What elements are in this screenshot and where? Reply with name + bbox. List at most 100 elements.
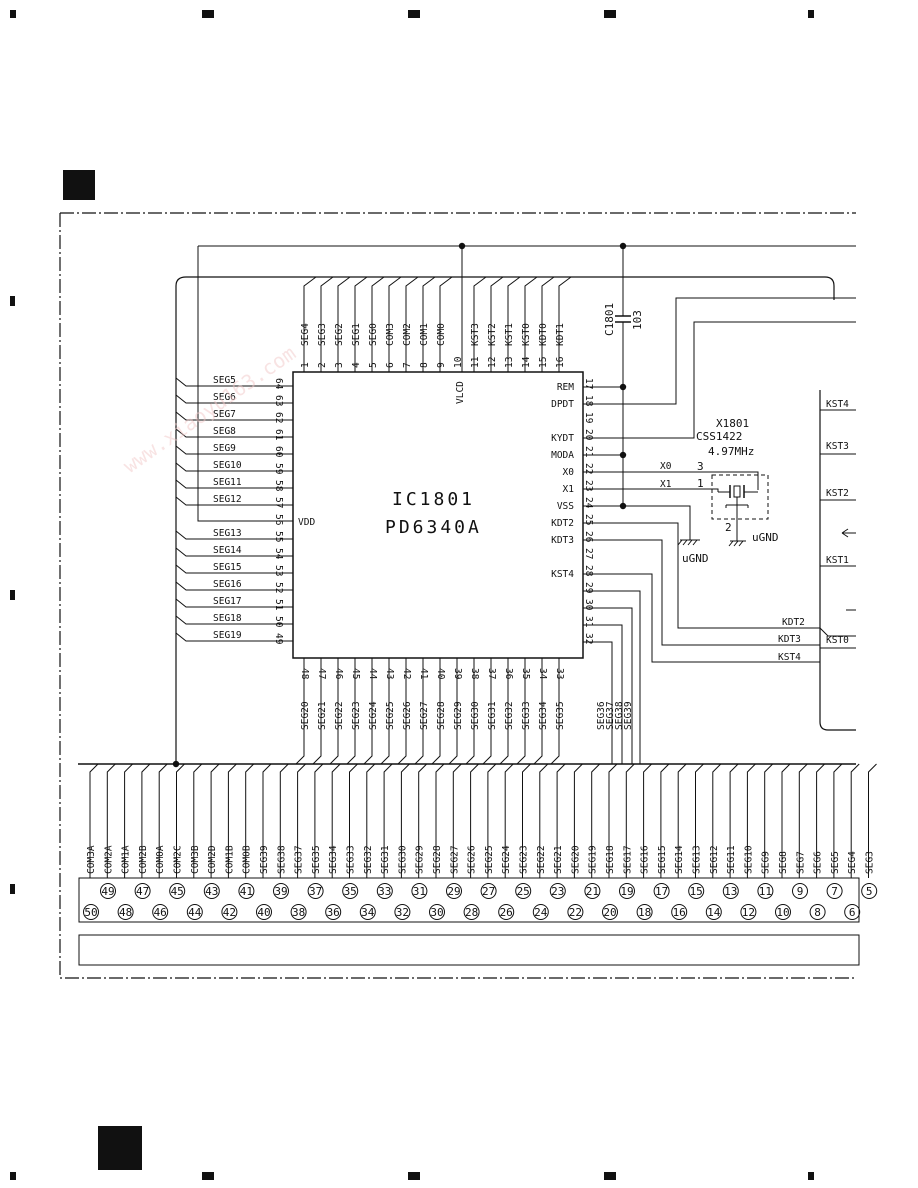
- connector-pin-number: 46: [154, 906, 167, 919]
- connector-pin-marker: [203, 883, 220, 899]
- board-outline: [186, 276, 835, 300]
- connector-pin-number: 16: [673, 906, 686, 919]
- connector-pin-marker: [290, 904, 307, 920]
- pin-lead: [175, 547, 293, 557]
- side-mark: [10, 884, 15, 894]
- connector-signal: COM1B: [224, 845, 235, 874]
- bottom-pin-signal: SEG30: [470, 701, 481, 730]
- connector-signal: SEG28: [432, 845, 443, 874]
- connector-pin-marker: [83, 904, 99, 920]
- top-pin-number: 11: [470, 356, 481, 368]
- bottom-pin-signal: SEG38: [614, 701, 625, 730]
- kst4-net: [583, 573, 820, 663]
- top-pin-number: 14: [521, 356, 532, 368]
- left-pin-number: 51: [273, 599, 284, 611]
- bottom-pin-number: 40: [435, 668, 446, 680]
- left-pin-number: 52: [273, 582, 284, 593]
- pin-lead: [541, 276, 555, 372]
- bottom-pin-number: 44: [367, 668, 378, 680]
- top-pin-signal: KDT0: [538, 323, 549, 346]
- connector-pin-number: 10: [776, 906, 789, 919]
- connector-signal: SEG14: [674, 845, 685, 874]
- connector-pin-marker: [117, 904, 134, 920]
- connector-pin-marker: [549, 883, 566, 899]
- connector-signal: SEG38: [276, 845, 287, 874]
- vdd-net: [197, 245, 856, 522]
- arrow-icon: [841, 528, 856, 538]
- connector-pin-marker: [653, 883, 670, 899]
- connector-pin-number: 11: [759, 885, 772, 898]
- connector-lead: [522, 763, 531, 878]
- right-pin-signal: KST4: [551, 569, 574, 580]
- connector-signal: SEG24: [501, 845, 512, 874]
- bottom-pin-signal: SEG32: [504, 701, 515, 730]
- connector-pin-number: 23: [551, 885, 564, 898]
- crystal-freq: 4.97MHz: [708, 445, 754, 458]
- connector-signal: SEG18: [605, 845, 616, 874]
- ugnd-label: uGND: [682, 552, 709, 565]
- right-pin-number: 31: [583, 616, 594, 628]
- bottom-pin-signal: SEG33: [521, 701, 532, 730]
- connector-signal: SEG3: [865, 851, 876, 874]
- bottom-pin-number: 38: [469, 668, 480, 680]
- connector-signal: SEG35: [311, 845, 322, 874]
- left-pin-number: 64: [273, 378, 284, 390]
- pin-lead: [175, 496, 293, 506]
- connector-lead: [124, 763, 133, 878]
- bottom-pin-signal: SEG34: [538, 701, 549, 730]
- pin-lead: [507, 276, 521, 372]
- connector-lead: [366, 763, 376, 878]
- connector-pin-number: 47: [136, 885, 149, 898]
- pin-lead: [175, 564, 293, 574]
- top-pin-signal: SEG2: [334, 323, 345, 346]
- bottom-pin-signal: SEG37: [605, 701, 616, 730]
- connector-lead: [383, 763, 393, 878]
- pin-lead: [175, 479, 293, 489]
- registration-mark: [808, 10, 814, 18]
- crystal-part: CSS1422: [696, 430, 742, 443]
- connector-signal: COM2A: [103, 845, 114, 874]
- left-pin-signal: SEG11: [213, 477, 242, 488]
- registration-mark: [408, 10, 420, 18]
- bottom-pin-signal: SEG36: [596, 701, 607, 730]
- bottom-pin-signal: SEG22: [334, 701, 345, 730]
- connector-signal: SEG21: [553, 845, 564, 874]
- pin-lead: [175, 598, 293, 608]
- pin-lead: [175, 615, 293, 625]
- connector-pin-number: 35: [344, 885, 357, 898]
- connector-pin-number: 21: [586, 885, 599, 898]
- top-pin-signal: KST0: [521, 323, 532, 346]
- right-pin-number: 25: [583, 514, 594, 525]
- connector-pin-number: 9: [797, 885, 804, 898]
- pin-lead: [550, 658, 560, 765]
- bottom-pin-signal: SEG25: [385, 701, 396, 730]
- crystal-box: [711, 474, 769, 520]
- connector-lead: [764, 763, 774, 878]
- connector-lead: [660, 763, 670, 878]
- right-pin-signal: VSS: [557, 501, 574, 512]
- left-pin-signal: SEG9: [213, 443, 236, 454]
- connector-signal: SEG13: [692, 845, 703, 874]
- top-pin-signal: COM2: [402, 323, 413, 346]
- bottom-pin-number: 47: [316, 668, 327, 679]
- connector-pin-number: 43: [205, 885, 218, 898]
- left-pin-number: 50: [273, 616, 284, 628]
- page-block: [98, 1126, 142, 1170]
- vss-net: [583, 505, 691, 540]
- bottom-pin-number: 35: [520, 668, 531, 679]
- connector-pin-number: 38: [292, 906, 305, 919]
- left-pin-number: 53: [273, 565, 284, 576]
- connector-pin-marker: [722, 883, 739, 899]
- connector-lead: [677, 763, 687, 878]
- connector-pin-number: 15: [690, 885, 703, 898]
- right-pin-signal: REM: [557, 382, 574, 393]
- pin-lead: [558, 276, 572, 372]
- connector-pin-number: 40: [257, 906, 270, 919]
- connector-signal: SEG26: [467, 845, 478, 874]
- right-pin-signal: DPDT: [551, 399, 574, 410]
- right-pin-number: 26: [583, 531, 594, 543]
- pin-lead: [524, 276, 538, 372]
- right-label: KST1: [826, 555, 849, 566]
- pin-lead: [490, 276, 504, 372]
- right-pin-number: 22: [583, 463, 594, 474]
